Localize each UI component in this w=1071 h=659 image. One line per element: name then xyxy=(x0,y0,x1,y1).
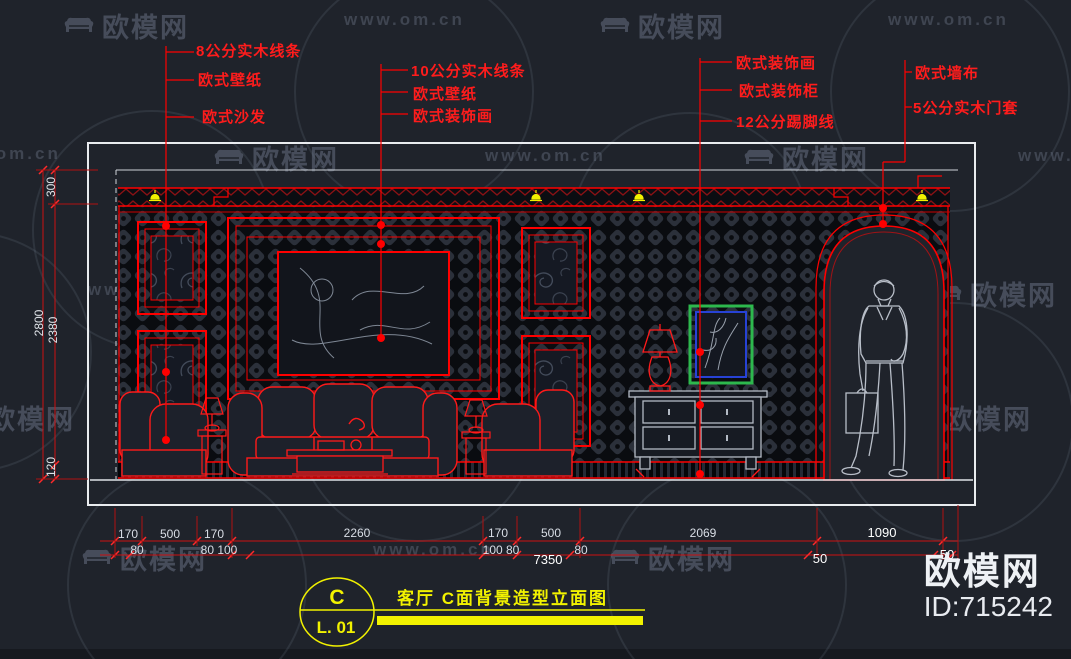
brand-name: 欧模网 xyxy=(923,551,1041,592)
person-figure xyxy=(841,279,908,478)
bottom-dimension-lines xyxy=(100,505,959,560)
wall-light-icon xyxy=(149,190,161,202)
side-table-lamp-right xyxy=(461,399,491,475)
wall-panel-left-upper xyxy=(137,221,207,315)
sofa xyxy=(227,383,458,477)
wall-light-icon xyxy=(530,190,542,202)
armchair-right xyxy=(481,389,575,477)
table-lamp xyxy=(642,324,678,392)
bottom-shade xyxy=(0,649,1071,659)
wall-light-icon xyxy=(916,190,928,202)
callout-leaders xyxy=(165,46,912,474)
wall-light-icon xyxy=(633,190,645,202)
drawing-frame xyxy=(87,142,976,506)
picture-sketch xyxy=(702,317,739,371)
wall-panel-right-upper xyxy=(521,227,591,319)
brand-id: ID:715242 xyxy=(923,590,1053,622)
framed-picture xyxy=(688,304,754,385)
callout-dots xyxy=(162,204,887,478)
armchair-left xyxy=(119,391,209,477)
decor-cabinet xyxy=(628,390,768,478)
side-table-lamp-left xyxy=(197,397,227,475)
crown-moulding xyxy=(118,175,950,213)
coffee-table xyxy=(286,439,393,475)
brand-badge: 欧模网 ID:715242 xyxy=(923,551,1053,622)
wall-lights xyxy=(149,190,928,202)
title-block xyxy=(299,577,645,647)
left-dimension-lines xyxy=(36,165,98,484)
arch-doorway xyxy=(815,214,953,481)
